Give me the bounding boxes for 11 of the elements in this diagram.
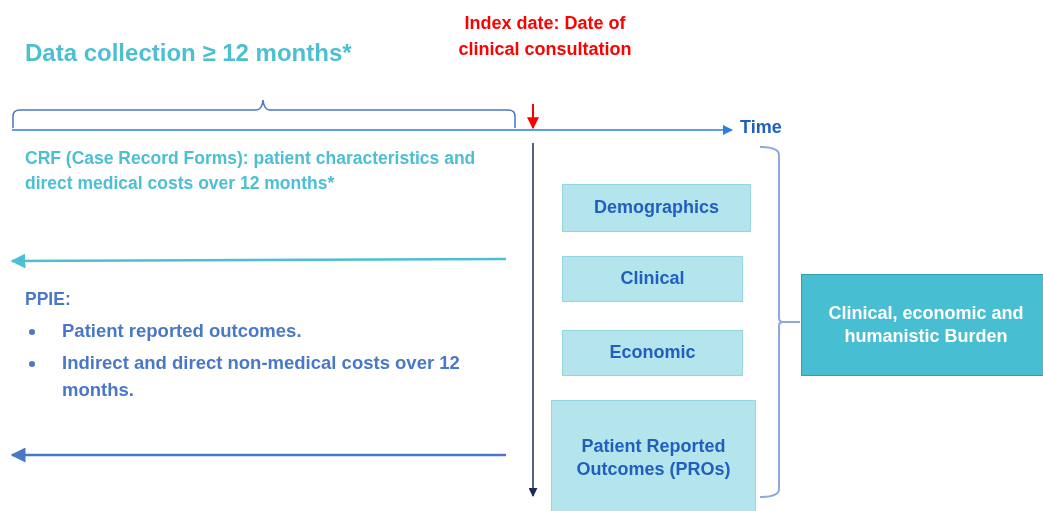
list-item: Indirect and direct non-medical costs over 12 months. [62, 351, 461, 402]
category-box: Demographics [562, 184, 751, 232]
category-box: Clinical [562, 256, 743, 302]
category-box: Economic [562, 330, 743, 376]
description-text: CRF (Case Record Forms): patient characteristics and direct medical costs over 12 months* [25, 147, 477, 196]
result-box: Clinical, economic and humanistic Burden [801, 274, 1043, 376]
axis-label: Time [740, 116, 783, 139]
index-date-label: Index date: Date of clinical consultation [457, 12, 633, 62]
category-box: Patient Reported Outcomes (PROs) [551, 400, 756, 511]
list-item: Patient reported outcomes. [62, 319, 303, 343]
section-heading: PPIE: [25, 288, 72, 311]
